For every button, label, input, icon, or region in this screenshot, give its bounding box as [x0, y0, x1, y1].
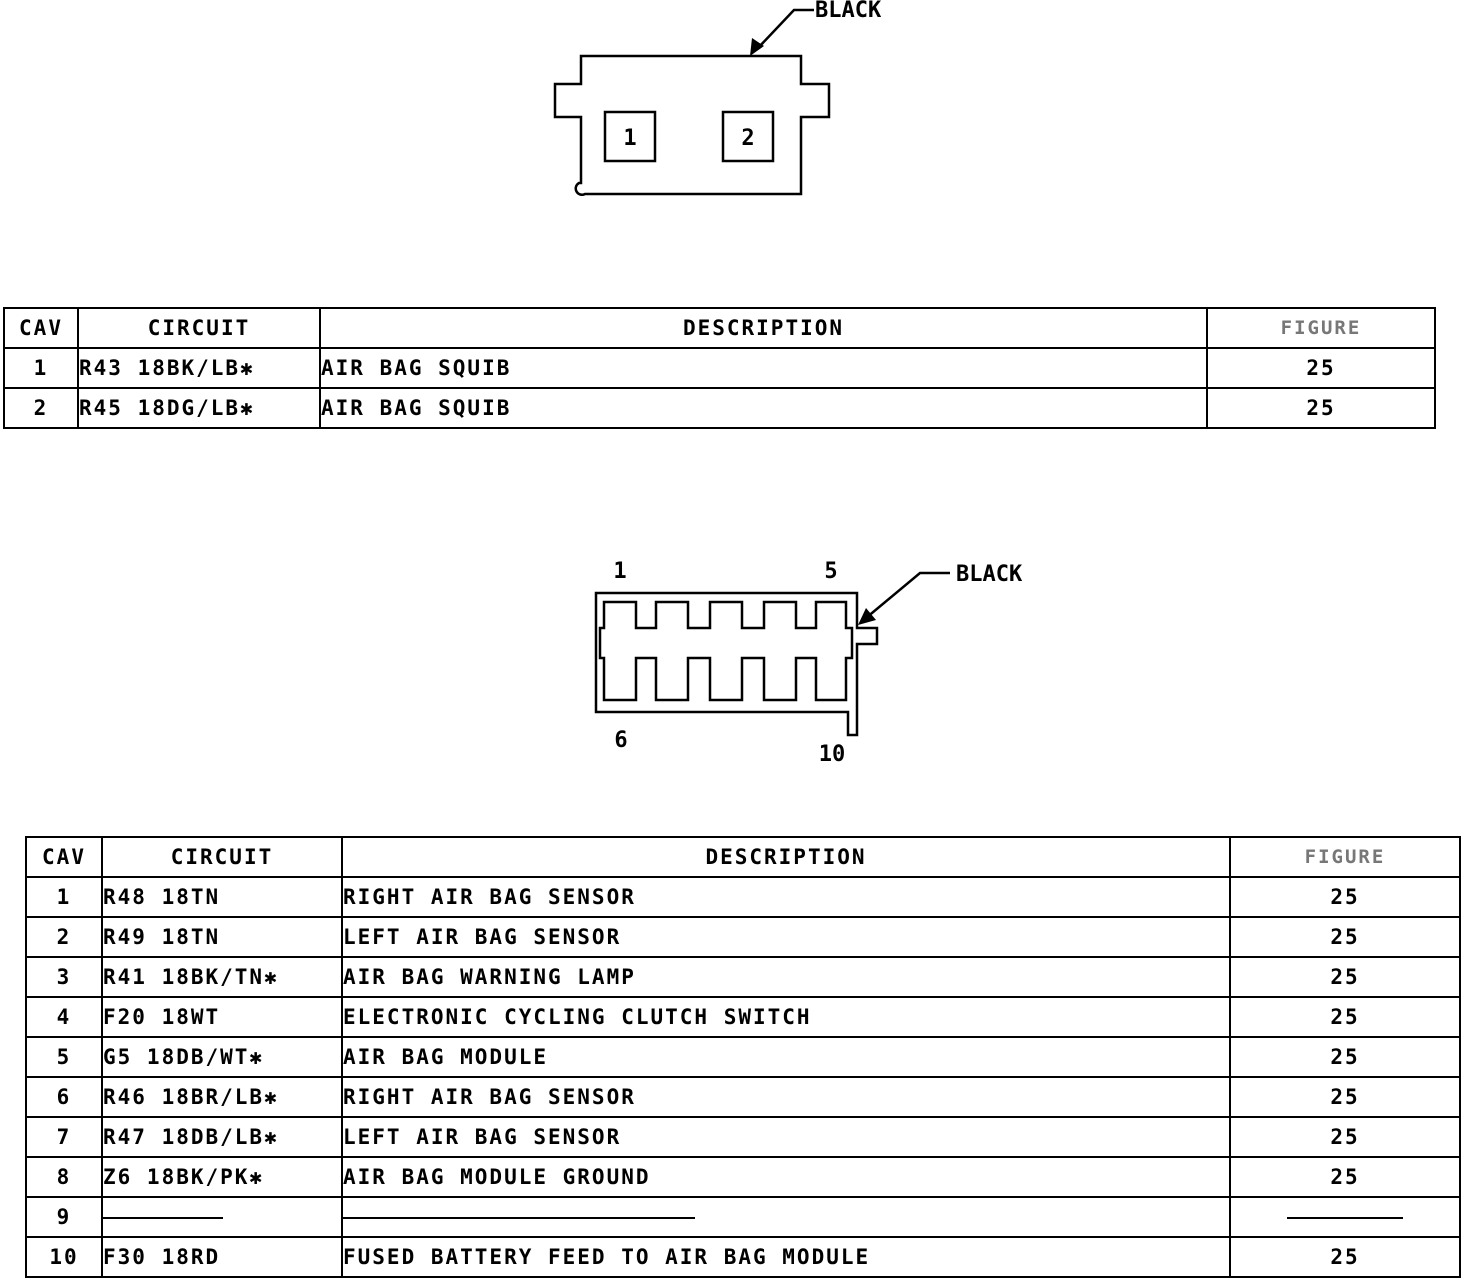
- connector-2-housing: [594, 591, 879, 737]
- pin-label-bottom-right: 10: [819, 742, 846, 767]
- cell-circuit: R45 18DG/LB✱: [77, 387, 321, 429]
- table-row-unused: 9: [25, 1196, 1461, 1238]
- cell-description: AIR BAG MODULE: [341, 1036, 1231, 1078]
- pin-label-top-right: 5: [824, 559, 837, 584]
- cell-circuit: F20 18WT: [101, 996, 343, 1038]
- table-row: 4 F20 18WT ELECTRONIC CYCLING CLUTCH SWI…: [25, 996, 1461, 1038]
- connector-2-terminals: [598, 600, 854, 702]
- cell-figure: 25: [1229, 1036, 1461, 1078]
- cell-cav: 6: [25, 1076, 103, 1118]
- table-row: 5 G5 18DB/WT✱ AIR BAG MODULE 25: [25, 1036, 1461, 1078]
- cell-figure: 25: [1229, 1116, 1461, 1158]
- cell-cav: 5: [25, 1036, 103, 1078]
- cavity-1-box: [603, 110, 657, 163]
- cell-figure-unused: [1229, 1196, 1461, 1238]
- table-row: 6 R46 18BR/LB✱ RIGHT AIR BAG SENSOR 25: [25, 1076, 1461, 1118]
- table-row: 2 R49 18TN LEFT AIR BAG SENSOR 25: [25, 916, 1461, 958]
- header-cav: CAV: [3, 307, 79, 349]
- cell-circuit: Z6 18BK/PK✱: [101, 1156, 343, 1198]
- cell-description: AIR BAG SQUIB: [319, 387, 1208, 429]
- cell-figure: 25: [1229, 1076, 1461, 1118]
- unused-dash: [104, 1217, 223, 1219]
- cavity-1-label: 1: [623, 126, 636, 151]
- table-row: 1 R43 18BK/LB✱ AIR BAG SQUIB 25: [3, 347, 1436, 389]
- cell-figure: 25: [1229, 1236, 1461, 1278]
- cell-description: AIR BAG WARNING LAMP: [341, 956, 1231, 998]
- cell-cav: 1: [25, 876, 103, 918]
- connector-2: [594, 571, 950, 737]
- cell-description: ELECTRONIC CYCLING CLUTCH SWITCH: [341, 996, 1231, 1038]
- pin-label-top-left: 1: [613, 559, 626, 584]
- header-figure: FIGURE: [1229, 836, 1461, 878]
- connector-1-leader: [757, 8, 814, 49]
- unused-dash: [344, 1217, 695, 1219]
- cell-circuit-unused: [101, 1196, 343, 1238]
- cell-circuit: R41 18BK/TN✱: [101, 956, 343, 998]
- cell-cav: 10: [25, 1236, 103, 1278]
- header-figure: FIGURE: [1206, 307, 1436, 349]
- cell-circuit: R48 18TN: [101, 876, 343, 918]
- cell-figure: 25: [1206, 347, 1436, 389]
- cell-figure: 25: [1229, 1156, 1461, 1198]
- table-header-row: CAV CIRCUIT DESCRIPTION FIGURE: [3, 307, 1436, 349]
- connector-2-pinout-table: CAV CIRCUIT DESCRIPTION FIGURE 1 R48 18T…: [25, 836, 1461, 1278]
- connector-1: [553, 8, 831, 196]
- table-row: 10 F30 18RD FUSED BATTERY FEED TO AIR BA…: [25, 1236, 1461, 1278]
- table-row: 1 R48 18TN RIGHT AIR BAG SENSOR 25: [25, 876, 1461, 918]
- cell-cav: 9: [25, 1196, 103, 1238]
- header-description: DESCRIPTION: [341, 836, 1231, 878]
- connector-1-pinout-table: CAV CIRCUIT DESCRIPTION FIGURE 1 R43 18B…: [3, 307, 1436, 429]
- connector-diagrams: BLACK 1 2 BLACK 1 5 6 10: [553, 0, 1023, 767]
- cell-figure: 25: [1229, 956, 1461, 998]
- cell-description: AIR BAG MODULE GROUND: [341, 1156, 1231, 1198]
- cavity-2-box: [721, 110, 775, 163]
- table-header-row: CAV CIRCUIT DESCRIPTION FIGURE: [25, 836, 1461, 878]
- table-row: 3 R41 18BK/TN✱ AIR BAG WARNING LAMP 25: [25, 956, 1461, 998]
- connector-2-leader: [865, 571, 950, 619]
- connector-1-color-label: BLACK: [815, 0, 882, 23]
- cell-circuit: F30 18RD: [101, 1236, 343, 1278]
- cell-cav: 2: [25, 916, 103, 958]
- cell-figure: 25: [1229, 876, 1461, 918]
- cell-circuit: R43 18BK/LB✱: [77, 347, 321, 389]
- table-row: 8 Z6 18BK/PK✱ AIR BAG MODULE GROUND 25: [25, 1156, 1461, 1198]
- cell-figure: 25: [1229, 996, 1461, 1038]
- cell-description: LEFT AIR BAG SENSOR: [341, 916, 1231, 958]
- header-circuit: CIRCUIT: [101, 836, 343, 878]
- cell-description: FUSED BATTERY FEED TO AIR BAG MODULE: [341, 1236, 1231, 1278]
- cell-circuit: G5 18DB/WT✱: [101, 1036, 343, 1078]
- cell-cav: 8: [25, 1156, 103, 1198]
- cell-circuit: R47 18DB/LB✱: [101, 1116, 343, 1158]
- cell-description: AIR BAG SQUIB: [319, 347, 1208, 389]
- table-row: 7 R47 18DB/LB✱ LEFT AIR BAG SENSOR 25: [25, 1116, 1461, 1158]
- cavity-2-label: 2: [741, 126, 754, 151]
- cell-description: RIGHT AIR BAG SENSOR: [341, 876, 1231, 918]
- cell-cav: 3: [25, 956, 103, 998]
- connector-1-housing: [553, 54, 831, 196]
- unused-dash: [1287, 1217, 1403, 1219]
- cell-cav: 4: [25, 996, 103, 1038]
- connector-2-color-label: BLACK: [956, 562, 1023, 587]
- cell-figure: 25: [1229, 916, 1461, 958]
- pin-label-bottom-left: 6: [614, 728, 627, 753]
- header-circuit: CIRCUIT: [77, 307, 321, 349]
- header-description: DESCRIPTION: [319, 307, 1208, 349]
- header-cav: CAV: [25, 836, 103, 878]
- connector-1-arrowhead: [750, 38, 764, 56]
- cell-figure: 25: [1206, 387, 1436, 429]
- cell-cav: 7: [25, 1116, 103, 1158]
- cell-circuit: R46 18BR/LB✱: [101, 1076, 343, 1118]
- table-row: 2 R45 18DG/LB✱ AIR BAG SQUIB 25: [3, 387, 1436, 429]
- cell-description: LEFT AIR BAG SENSOR: [341, 1116, 1231, 1158]
- connector-2-arrowhead: [858, 608, 876, 625]
- cell-description-unused: [341, 1196, 1231, 1238]
- cell-circuit: R49 18TN: [101, 916, 343, 958]
- cell-description: RIGHT AIR BAG SENSOR: [341, 1076, 1231, 1118]
- cell-cav: 2: [3, 387, 79, 429]
- cell-cav: 1: [3, 347, 79, 389]
